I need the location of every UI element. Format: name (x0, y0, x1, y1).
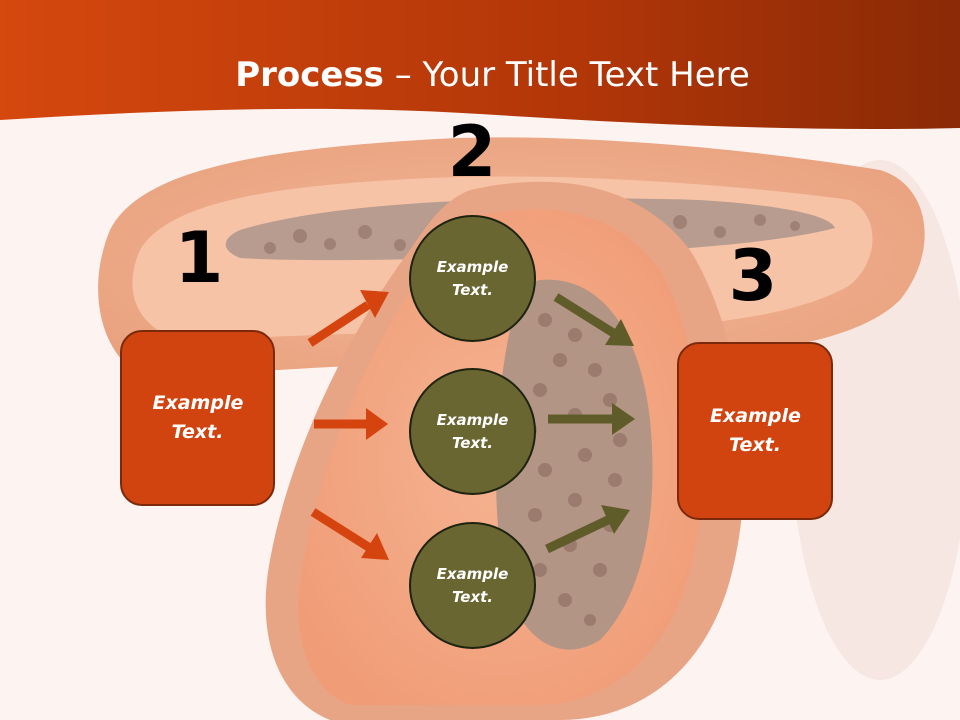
title-rest: – Your Title Text Here (383, 55, 750, 95)
header-band (0, 0, 960, 130)
step-3-number: 3 (728, 235, 778, 317)
step-2-circle-middle: Example Text. (409, 368, 536, 495)
step-2-item-1-text: Example Text. (436, 257, 509, 299)
arrow-from-top (553, 293, 634, 346)
arrow-from-bottom (545, 505, 630, 554)
step-1-box: Example Text. (120, 330, 275, 506)
step-2-circle-bottom: Example Text. (409, 522, 536, 649)
step-2-item-3-text: Example Text. (436, 564, 509, 606)
arrow-to-top (307, 290, 389, 347)
arrow-to-middle (314, 408, 388, 440)
step-3-text: Example Text. (710, 405, 801, 456)
step-1-text: Example Text. (152, 392, 244, 443)
step-2-item-2-text: Example Text. (436, 410, 509, 452)
arrow-to-bottom (310, 508, 389, 560)
arrow-from-middle (548, 403, 635, 435)
step-1-number: 1 (174, 217, 224, 299)
slide-title: Process – Your Title Text Here (0, 52, 960, 98)
step-2-circle-top: Example Text. (409, 215, 536, 342)
step-3-box: Example Text. (677, 342, 833, 520)
step-2-number: 2 (447, 111, 497, 193)
title-bold: Process (235, 55, 384, 95)
